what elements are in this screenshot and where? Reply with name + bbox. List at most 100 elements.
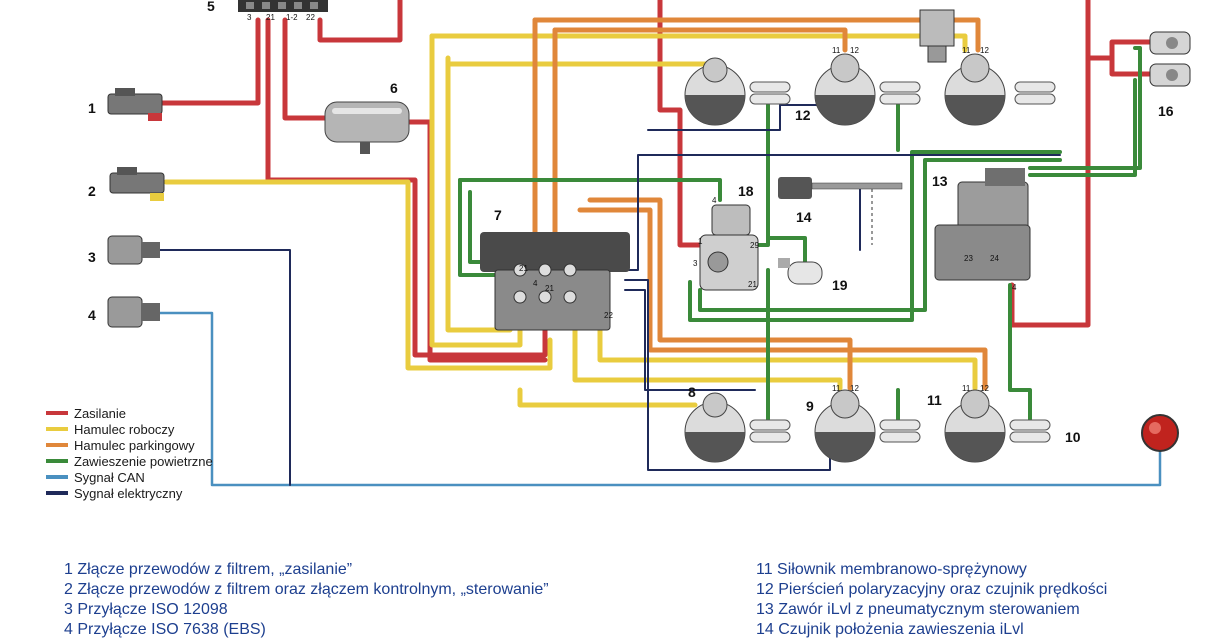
pin-label: 12 bbox=[980, 46, 989, 55]
pin-label: 12 bbox=[850, 384, 859, 393]
legend-label: Hamulec parkingowy bbox=[74, 437, 195, 453]
pin-labels: 3 21 1-2 22 11 12 11 12 21 22 4 11 12 11… bbox=[247, 13, 1017, 393]
legend-item: Hamulec roboczy bbox=[46, 421, 213, 437]
description-item: 13 Zawór iLvl z pneumatycznym sterowanie… bbox=[756, 601, 1080, 618]
pin-label: 11 bbox=[962, 384, 971, 393]
legend-swatch bbox=[46, 459, 68, 463]
iso-12098-connector-3 bbox=[107, 235, 160, 265]
pin-label: 12 bbox=[850, 46, 859, 55]
iso-7638-connector-4 bbox=[107, 296, 160, 328]
legend-item: Sygnał elektryczny bbox=[46, 485, 213, 501]
callout: 18 bbox=[738, 183, 754, 199]
pin-label: 3 bbox=[247, 13, 252, 22]
pin-label: 21 bbox=[748, 280, 757, 289]
legend-label: Sygnał CAN bbox=[74, 469, 145, 485]
legend: Zasilanie Hamulec roboczy Hamulec parkin… bbox=[46, 405, 213, 501]
legend-swatch bbox=[46, 427, 68, 431]
pin-label: 3 bbox=[693, 259, 698, 268]
legend-item: Zawieszenie powietrzne bbox=[46, 453, 213, 469]
can-lines bbox=[158, 311, 1162, 487]
callouts: 5 1 2 3 4 6 7 8 9 10 11 12 13 14 16 18 1… bbox=[88, 0, 1174, 445]
pin-label: 22 bbox=[306, 13, 315, 22]
callout: 8 bbox=[688, 384, 696, 400]
pin-label: 23 bbox=[964, 254, 973, 263]
pin-label: 24 bbox=[990, 254, 999, 263]
service-brake-lines bbox=[163, 33, 978, 408]
connector-16-bottom bbox=[1149, 63, 1191, 87]
trailer-ebs-modulator-7 bbox=[480, 232, 630, 331]
callout: 3 bbox=[88, 249, 96, 265]
pin-label: 4 bbox=[1012, 283, 1017, 292]
description-item: 3 Przyłącze ISO 12098 bbox=[64, 601, 228, 618]
callout: 13 bbox=[932, 173, 948, 189]
legend-label: Sygnał elektryczny bbox=[74, 485, 183, 501]
pin-label: 11 bbox=[962, 46, 971, 55]
supply-connector-block bbox=[238, 0, 328, 12]
brake-wheel-bottom-right bbox=[944, 389, 1006, 463]
legend-item: Hamulec parkingowy bbox=[46, 437, 213, 453]
pin-label: 1 bbox=[698, 237, 703, 246]
description-item: 1 Złącze przewodów z filtrem, „zasilanie… bbox=[64, 561, 353, 578]
supply-coupling-1 bbox=[107, 88, 163, 121]
callout: 10 bbox=[1065, 429, 1081, 445]
legend-item: Sygnał CAN bbox=[46, 469, 213, 485]
callout: 4 bbox=[88, 307, 96, 323]
callout: 1 bbox=[88, 100, 96, 116]
pipes bbox=[158, 0, 1162, 487]
callout: 11 bbox=[927, 392, 942, 408]
marker-lamp bbox=[1141, 414, 1179, 452]
callout: 19 bbox=[832, 277, 848, 293]
brake-wheel-bottom-left bbox=[684, 392, 746, 463]
pin-label: 12 bbox=[980, 384, 989, 393]
legend-label: Zasilanie bbox=[74, 405, 127, 421]
brake-wheel-top-left bbox=[684, 57, 746, 126]
control-coupling-2 bbox=[109, 167, 165, 201]
brake-wheel-bottom-middle bbox=[814, 389, 876, 463]
height-sensor-14 bbox=[778, 177, 903, 245]
pin-label: 4 bbox=[533, 279, 538, 288]
description-item: 12 Pierścień polaryzacyjny oraz czujnik … bbox=[756, 581, 1108, 598]
description-item: 4 Przyłącze ISO 7638 (EBS) bbox=[64, 621, 266, 638]
legend-swatch bbox=[46, 475, 68, 479]
callout: 5 bbox=[207, 0, 215, 14]
air-bellows bbox=[749, 81, 1056, 443]
legend-swatch bbox=[46, 411, 68, 415]
legend-swatch bbox=[46, 443, 68, 447]
relay-valve-18 bbox=[699, 204, 759, 291]
descriptions-right: 11 Siłownik membranowo-sprężynowy 12 Pie… bbox=[756, 560, 1107, 640]
pin-label: 21 bbox=[545, 284, 554, 293]
connector-16-top bbox=[1149, 31, 1191, 55]
legend-item: Zasilanie bbox=[46, 405, 213, 421]
valve-19 bbox=[778, 258, 823, 285]
descriptions-left: 1 Złącze przewodów z filtrem, „zasilanie… bbox=[64, 560, 549, 640]
callout: 2 bbox=[88, 183, 96, 199]
pin-label: 4 bbox=[712, 196, 717, 205]
callout: 7 bbox=[494, 207, 502, 223]
callout: 6 bbox=[390, 80, 398, 96]
pin-label: 29 bbox=[750, 241, 759, 250]
legend-swatch bbox=[46, 491, 68, 495]
pin-label: 21 bbox=[266, 13, 275, 22]
pin-label: 11 bbox=[832, 46, 841, 55]
description-item: 14 Czujnik położenia zawieszenia iLvl bbox=[756, 621, 1024, 638]
callout: 9 bbox=[806, 398, 814, 414]
callout: 16 bbox=[1158, 103, 1174, 119]
pin-label: 22 bbox=[604, 311, 613, 320]
pin-label: 1-2 bbox=[286, 13, 298, 22]
description-item: 11 Siłownik membranowo-sprężynowy bbox=[756, 561, 1027, 578]
cross-connector bbox=[919, 9, 955, 63]
pin-label: 11 bbox=[832, 384, 841, 393]
brake-wheel-top-right bbox=[944, 53, 1006, 126]
brake-wheel-top-middle bbox=[814, 53, 876, 126]
description-item: 2 Złącze przewodów z filtrem oraz złącze… bbox=[64, 581, 549, 598]
callout: 14 bbox=[796, 209, 812, 225]
legend-label: Zawieszenie powietrzne bbox=[74, 453, 213, 469]
callout: 12 bbox=[795, 107, 811, 123]
legend-label: Hamulec roboczy bbox=[74, 421, 175, 437]
pin-label: 21 bbox=[519, 264, 528, 273]
air-reservoir-6 bbox=[324, 101, 410, 154]
ilvl-valve-13 bbox=[934, 168, 1031, 281]
parking-brake-lines bbox=[532, 17, 988, 391]
